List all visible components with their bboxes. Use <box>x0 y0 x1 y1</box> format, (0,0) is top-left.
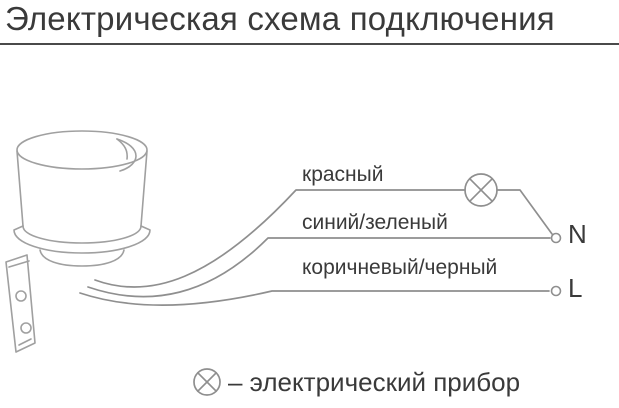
lamp-icon <box>464 173 498 207</box>
wire-label-red: красный <box>302 163 384 186</box>
wire-label-blue-green: синий/зеленый <box>302 211 448 234</box>
legend-lamp-icon <box>193 368 221 396</box>
bracket-screw-hole <box>20 322 32 334</box>
wire-brown-black-line <box>79 290 550 306</box>
wire-blue-green-line <box>87 237 551 298</box>
bracket-screw-hole <box>15 290 27 302</box>
page-title: Электрическая схема подключения <box>5 0 555 37</box>
terminal-n-dot <box>550 232 562 244</box>
photocell-device <box>13 130 151 267</box>
mounting-bracket <box>5 254 36 353</box>
terminal-n-label: N <box>568 219 587 249</box>
terminal-l-label: L <box>568 273 583 303</box>
wire-label-brown-black: коричневый/черный <box>302 256 498 279</box>
wire-red-line <box>94 189 466 288</box>
terminal-l-dot <box>550 285 562 297</box>
lamp-to-neutral-line <box>496 189 553 235</box>
device-notch <box>116 138 137 172</box>
title-divider <box>0 43 619 45</box>
legend-text: – электрический прибор <box>228 367 521 397</box>
